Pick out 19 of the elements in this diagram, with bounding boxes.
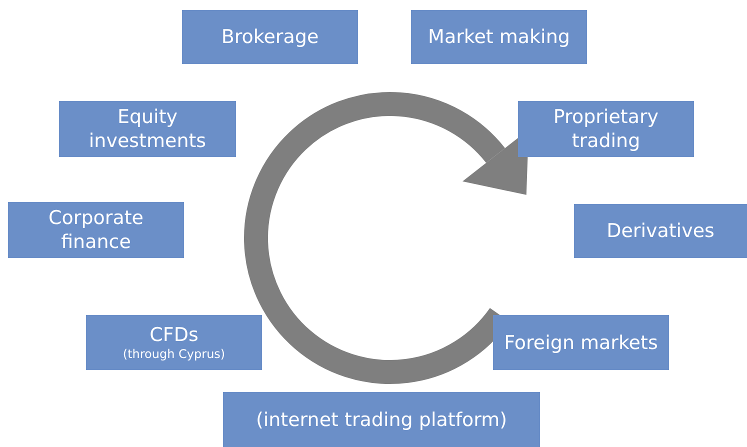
- box-title: Corporate finance: [48, 206, 144, 254]
- box-title: Derivatives: [606, 219, 714, 243]
- box-title: CFDs: [150, 323, 198, 347]
- box-title: Brokerage: [221, 25, 319, 49]
- category-box: [493, 315, 669, 370]
- category-box: [86, 315, 262, 370]
- box-title: (internet trading platform): [256, 408, 508, 432]
- category-box: [518, 101, 694, 157]
- category-box: [411, 10, 587, 64]
- box-title: Market making: [428, 25, 570, 49]
- category-box: [182, 10, 358, 64]
- box-title: Foreign markets: [504, 330, 658, 354]
- category-box: [574, 204, 747, 258]
- box-subtitle: (through Cyprus): [122, 347, 226, 362]
- category-box: [8, 202, 184, 258]
- box-title: Proprietary trading: [552, 105, 660, 153]
- category-box: [223, 392, 540, 447]
- category-box: [59, 101, 236, 157]
- box-title: Equity investments: [88, 105, 208, 153]
